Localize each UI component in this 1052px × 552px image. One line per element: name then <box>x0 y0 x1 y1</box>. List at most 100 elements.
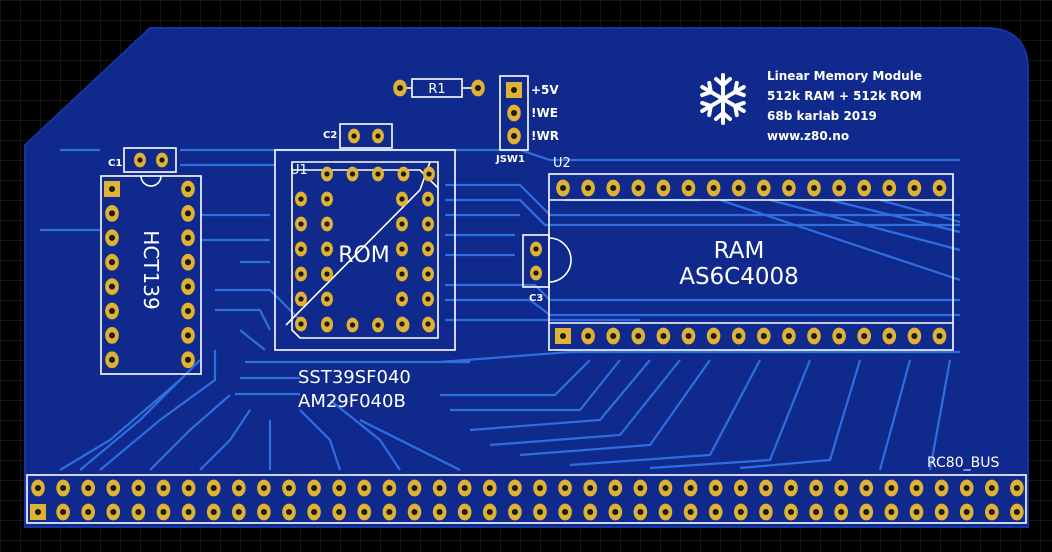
u1-pad <box>423 166 435 182</box>
r1-pad <box>393 79 407 97</box>
u2-pad <box>656 179 671 197</box>
jsw1-pin-3-label: !WR <box>531 129 559 143</box>
bus-pad <box>859 503 874 521</box>
bus-pad <box>583 479 597 497</box>
u2-ref-label: U2 <box>553 156 571 171</box>
bus-pad <box>533 479 547 497</box>
copper-traces <box>40 148 961 471</box>
bus-pad <box>332 503 347 521</box>
title-line-2: 512k RAM + 512k ROM <box>767 89 922 103</box>
u3-pad <box>105 253 119 271</box>
bus-pad <box>232 479 246 497</box>
u3-pad <box>105 351 119 369</box>
bus-pad <box>558 503 572 521</box>
r1-label: R1 <box>428 82 445 97</box>
u1-pad <box>422 291 434 307</box>
u2-pad <box>882 179 897 197</box>
u2-pad <box>782 327 796 345</box>
u2-value-line-2: AS6C4008 <box>679 264 799 290</box>
c1-label: C1 <box>108 158 122 169</box>
bus-pad <box>382 479 397 497</box>
u2-pad <box>832 179 846 197</box>
u1-pad <box>396 291 408 307</box>
u2-pad <box>581 179 595 197</box>
bus-pad <box>759 503 773 521</box>
c1-pad <box>156 152 168 168</box>
bus-pad <box>307 479 321 497</box>
u2-pad <box>857 179 871 197</box>
bus-pad <box>106 479 121 497</box>
u1-pad <box>321 266 333 282</box>
u2-pad <box>631 179 646 197</box>
bus-pad <box>483 479 497 497</box>
u2-pad <box>907 179 922 197</box>
u1-pad <box>422 216 434 232</box>
u2-outline <box>548 173 954 351</box>
bus-pad <box>1010 503 1024 521</box>
u1-pad <box>397 166 410 182</box>
u1-value-label: ROM <box>338 243 390 268</box>
u1-pad <box>321 316 333 332</box>
bus-pad <box>282 503 296 521</box>
u2-pad <box>807 327 821 345</box>
u2-pad <box>932 179 947 197</box>
bus-pad <box>859 479 874 497</box>
u2-pad <box>782 179 796 197</box>
c2-pad <box>348 128 360 144</box>
bus-pad <box>734 503 748 521</box>
bus-pad <box>683 503 698 521</box>
bus-pad <box>759 479 773 497</box>
u3-pad <box>181 205 195 222</box>
title-line-3: 68b karlab 2019 <box>767 109 877 123</box>
bus-pad <box>432 479 447 497</box>
bus-pad <box>834 503 848 521</box>
bus-pad <box>934 479 949 497</box>
u3-pad <box>105 327 119 344</box>
u2-pad <box>631 327 646 345</box>
u2-pad <box>857 327 871 345</box>
bus-pad <box>784 503 798 521</box>
u2-pad <box>706 327 721 345</box>
bus-pad <box>30 504 46 520</box>
c1-outline <box>123 147 177 173</box>
u3-pad <box>181 278 195 295</box>
u2-pad <box>882 327 897 345</box>
u1-pad <box>396 316 408 332</box>
u1-pad <box>321 241 333 257</box>
c3-pad <box>530 265 542 281</box>
jsw1-pad <box>507 104 521 122</box>
u1-pad <box>295 291 307 307</box>
c2-pad <box>372 128 384 144</box>
u1-pad <box>295 191 307 207</box>
bus-pad <box>508 479 522 497</box>
c3-pad <box>530 241 542 257</box>
u3-pad <box>181 302 195 320</box>
u3-pad <box>105 229 119 247</box>
u3-value-label: HCT139 <box>139 230 163 309</box>
u2-pad <box>556 179 570 197</box>
silkscreen-text: R1 C1 C2 C3 U1 U2 JSW1 +5V !WE !WR ROM S… <box>108 69 999 471</box>
u2-pad <box>606 179 620 197</box>
bus-pad <box>909 479 924 497</box>
u2-pad <box>731 327 746 345</box>
bus-pad <box>809 479 823 497</box>
bus-pad <box>558 479 572 497</box>
bus-pad <box>156 503 171 521</box>
u2-pad <box>681 327 696 345</box>
bus-pad <box>583 503 597 521</box>
c2-label: C2 <box>323 130 337 141</box>
bus-pad <box>181 479 196 497</box>
u2-pad <box>681 179 696 197</box>
u1-pad <box>372 317 384 333</box>
bus-pad <box>307 503 321 521</box>
u2-pad <box>932 327 947 345</box>
bus-pad <box>332 479 347 497</box>
bus-pad <box>131 503 146 521</box>
bus-pad <box>156 479 171 497</box>
bus-pad <box>257 479 271 497</box>
bus-pad <box>784 479 798 497</box>
jsw1-pad <box>506 82 522 98</box>
bus-pad <box>834 479 848 497</box>
bus-pad <box>884 479 899 497</box>
